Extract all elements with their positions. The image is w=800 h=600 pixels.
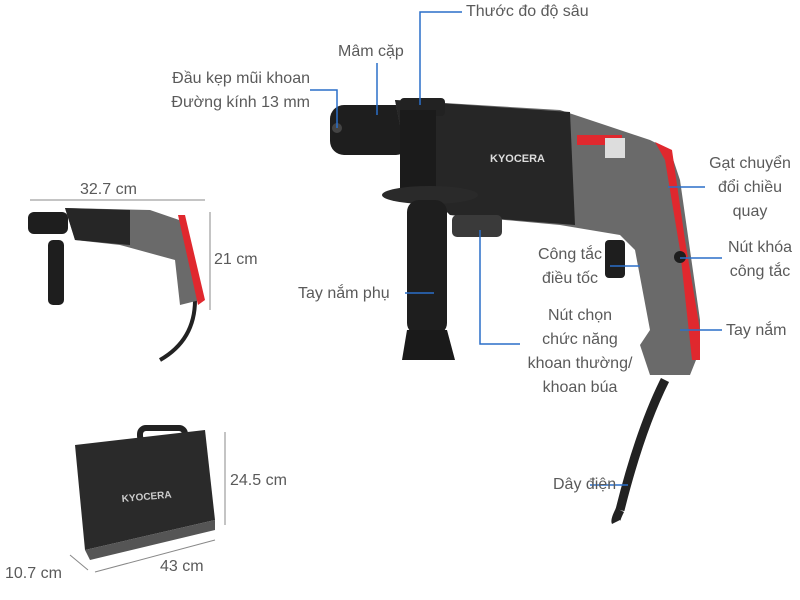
label-mode-line2: chức năng <box>542 331 618 348</box>
dim-case-height: 24.5 cm <box>230 472 287 489</box>
label-bit-holder-line1: Đầu kẹp mũi khoan <box>172 70 310 87</box>
main-drill-image: KYOCERA <box>330 98 700 525</box>
label-depth-gauge: Thước đo độ sâu <box>466 3 589 20</box>
dimension-lines <box>30 199 226 573</box>
label-mode-line1: Nút chọn <box>547 307 613 324</box>
label-lock-line1: Nút khóa <box>727 239 793 256</box>
label-aux-handle: Tay nắm phụ <box>298 285 390 302</box>
leader-lines <box>310 11 722 486</box>
label-speed-switch: Công tắc điều tốc <box>530 243 610 291</box>
label-speed-line1: Công tắc <box>537 246 603 263</box>
label-mode-selector: Nút chọn chức năng khoan thường/ khoan b… <box>515 304 645 400</box>
label-mode-line4: khoan búa <box>542 379 618 396</box>
label-lock-button: Nút khóa công tắc <box>720 236 800 284</box>
label-reverse-line2: đổi chiều <box>717 179 783 196</box>
drill-logo: KYOCERA <box>490 153 545 165</box>
label-handle: Tay nắm <box>726 322 787 339</box>
case-logo: KYOCERA <box>121 490 172 505</box>
label-bit-holder: Đầu kẹp mũi khoan Đường kính 13 mm <box>150 67 310 115</box>
dim-drill-height: 21 cm <box>214 251 258 268</box>
carry-case-image: KYOCERA <box>75 425 215 560</box>
label-reverse-switch: Gạt chuyển đổi chiều quay <box>700 152 800 224</box>
label-reverse-line3: quay <box>732 203 768 220</box>
label-speed-line2: điều tốc <box>541 270 599 287</box>
label-cord: Dây điện <box>553 476 617 493</box>
label-chuck: Mâm cặp <box>338 43 404 60</box>
label-bit-holder-line2: Đường kính 13 mm <box>171 94 310 111</box>
dim-drill-length: 32.7 cm <box>80 181 137 198</box>
label-mode-line3: khoan thường/ <box>527 355 633 372</box>
label-lock-line2: công tắc <box>729 263 791 280</box>
small-drill-image <box>28 208 205 362</box>
dim-case-depth: 10.7 cm <box>5 565 62 582</box>
dim-case-width: 43 cm <box>160 558 204 575</box>
label-reverse-line1: Gạt chuyển <box>709 155 791 172</box>
